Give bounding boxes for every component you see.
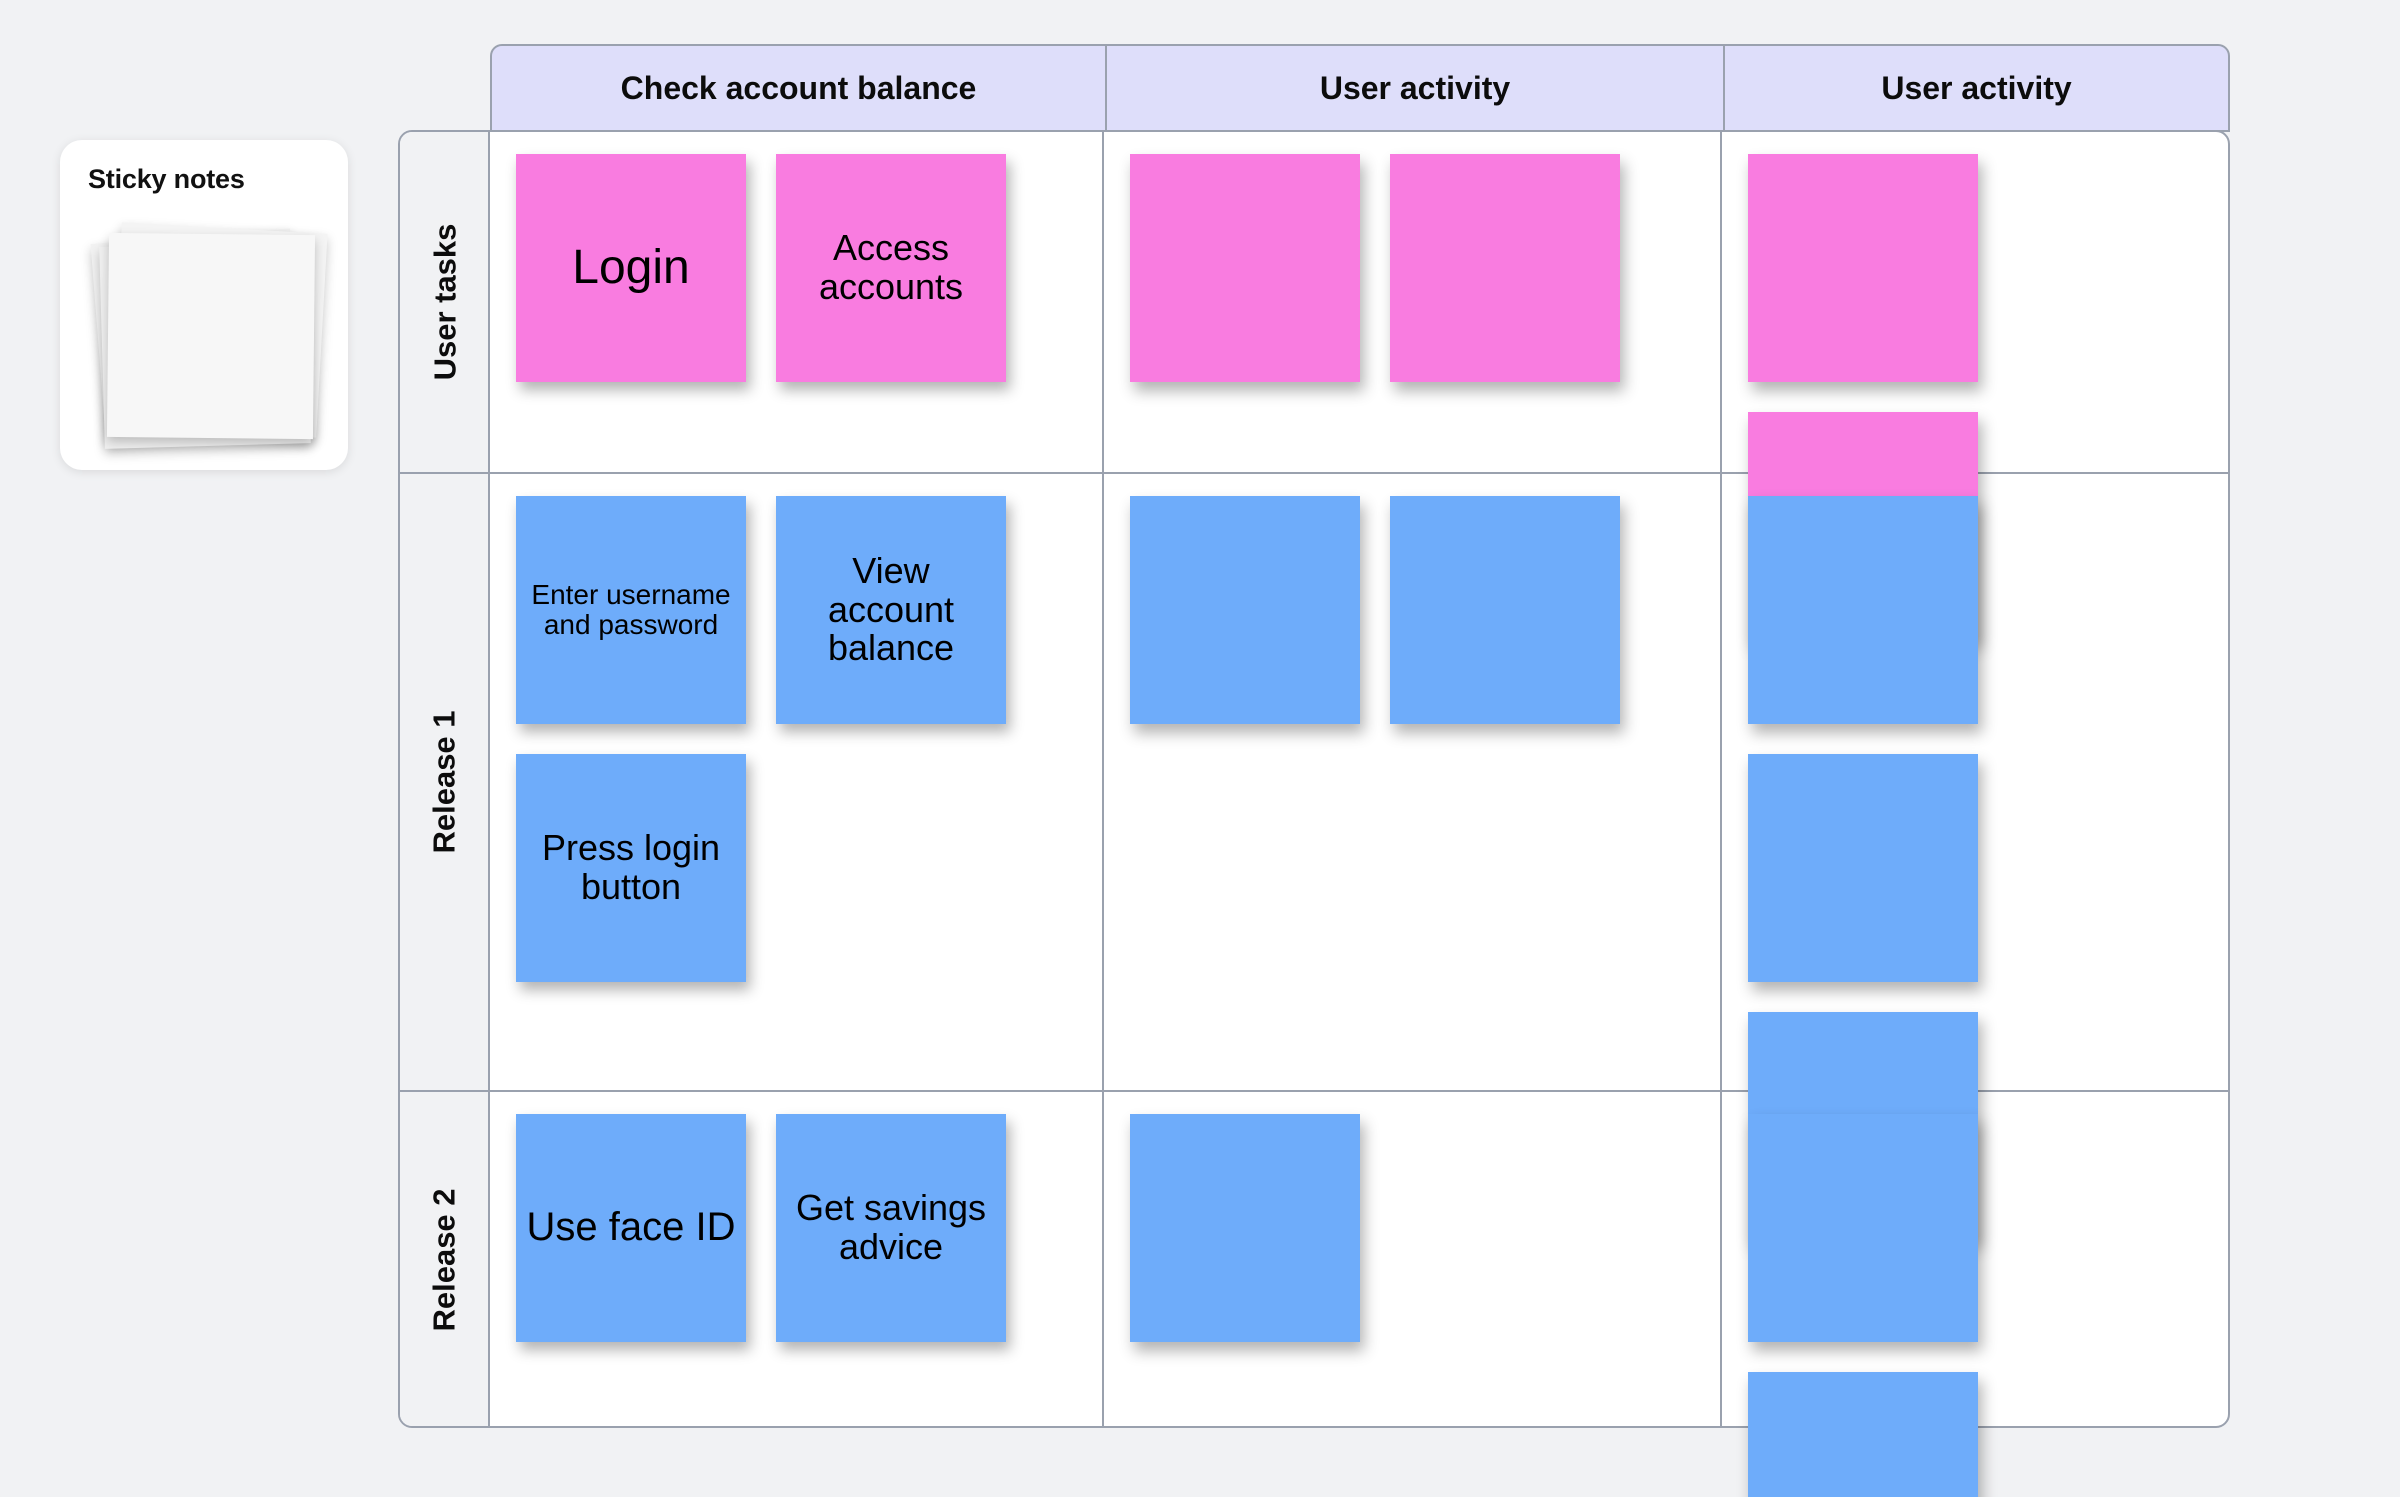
sticky-note-blank[interactable]	[1130, 154, 1360, 382]
note-group	[1130, 1114, 1620, 1342]
grid-cell-r0-c2[interactable]	[1722, 132, 2228, 472]
grid-cell-r0-c0[interactable]: LoginAccess accounts	[490, 132, 1104, 472]
row-label-text: Release 2	[427, 1188, 463, 1331]
sticky-note[interactable]: View account balance	[776, 496, 1006, 724]
sticky-note[interactable]: Login	[516, 154, 746, 382]
grid-cell-r2-c0[interactable]: Use face IDGet savings advice	[490, 1092, 1104, 1428]
stack-card-front[interactable]	[107, 233, 315, 439]
sticky-note-stack[interactable]	[82, 214, 328, 452]
grid-row-2: Use face IDGet savings advice	[490, 1092, 2228, 1428]
sticky-note-blank[interactable]	[1130, 1114, 1360, 1342]
sticky-note-blank[interactable]	[1748, 754, 1978, 982]
note-group	[1748, 1114, 2228, 1497]
column-header-0[interactable]: Check account balance	[492, 46, 1107, 130]
grid-cell-r1-c2[interactable]	[1722, 474, 2228, 1090]
column-header-label: User activity	[1881, 70, 2071, 107]
sticky-note[interactable]: Press login button	[516, 754, 746, 982]
note-group: LoginAccess accounts	[516, 154, 1006, 382]
activity-header-row: Check account balance User activity User a…	[490, 44, 2230, 132]
story-map-grid: LoginAccess accountsEnter username and p…	[490, 132, 2228, 1426]
grid-cell-r2-c2[interactable]	[1722, 1092, 2228, 1428]
column-header-2[interactable]: User activity	[1725, 46, 2228, 130]
column-header-label: User activity	[1320, 70, 1510, 107]
grid-row-0: LoginAccess accounts	[490, 132, 2228, 474]
row-label-0[interactable]: User tasks	[400, 132, 490, 474]
column-header-1[interactable]: User activity	[1107, 46, 1725, 130]
palette-title: Sticky notes	[88, 164, 245, 195]
grid-row-1: Enter username and passwordView account …	[490, 474, 2228, 1092]
grid-cell-r2-c1[interactable]	[1104, 1092, 1721, 1428]
row-label-2[interactable]: Release 2	[400, 1092, 490, 1428]
sticky-note-blank[interactable]	[1130, 496, 1360, 724]
column-header-label: Check account balance	[621, 70, 977, 107]
sticky-note-blank[interactable]	[1748, 154, 1978, 382]
note-group	[1130, 154, 1620, 382]
sticky-note[interactable]: Use face ID	[516, 1114, 746, 1342]
sticky-note[interactable]: Access accounts	[776, 154, 1006, 382]
sticky-note-blank[interactable]	[1748, 496, 1978, 724]
sticky-note-blank[interactable]	[1390, 154, 1620, 382]
note-group: Enter username and passwordView account …	[516, 496, 1006, 982]
sticky-note[interactable]: Get savings advice	[776, 1114, 1006, 1342]
story-map-board: User tasksRelease 1 Release 2 LoginAccess…	[398, 130, 2230, 1428]
row-label-rail: User tasksRelease 1 Release 2	[400, 132, 490, 1426]
grid-cell-r0-c1[interactable]	[1104, 132, 1721, 472]
sticky-note-blank[interactable]	[1390, 496, 1620, 724]
sticky-notes-palette[interactable]: Sticky notes	[60, 140, 348, 470]
note-group: Use face IDGet savings advice	[516, 1114, 1006, 1342]
grid-cell-r1-c1[interactable]	[1104, 474, 1721, 1090]
sticky-note-blank[interactable]	[1748, 1372, 1978, 1497]
sticky-note[interactable]: Enter username and password	[516, 496, 746, 724]
row-label-1[interactable]: Release 1	[400, 474, 490, 1092]
sticky-note-blank[interactable]	[1748, 1114, 1978, 1342]
note-group	[1130, 496, 1620, 724]
grid-cell-r1-c0[interactable]: Enter username and passwordView account …	[490, 474, 1104, 1090]
row-label-text: Release 1	[427, 710, 463, 853]
row-label-text: User tasks	[427, 224, 463, 381]
